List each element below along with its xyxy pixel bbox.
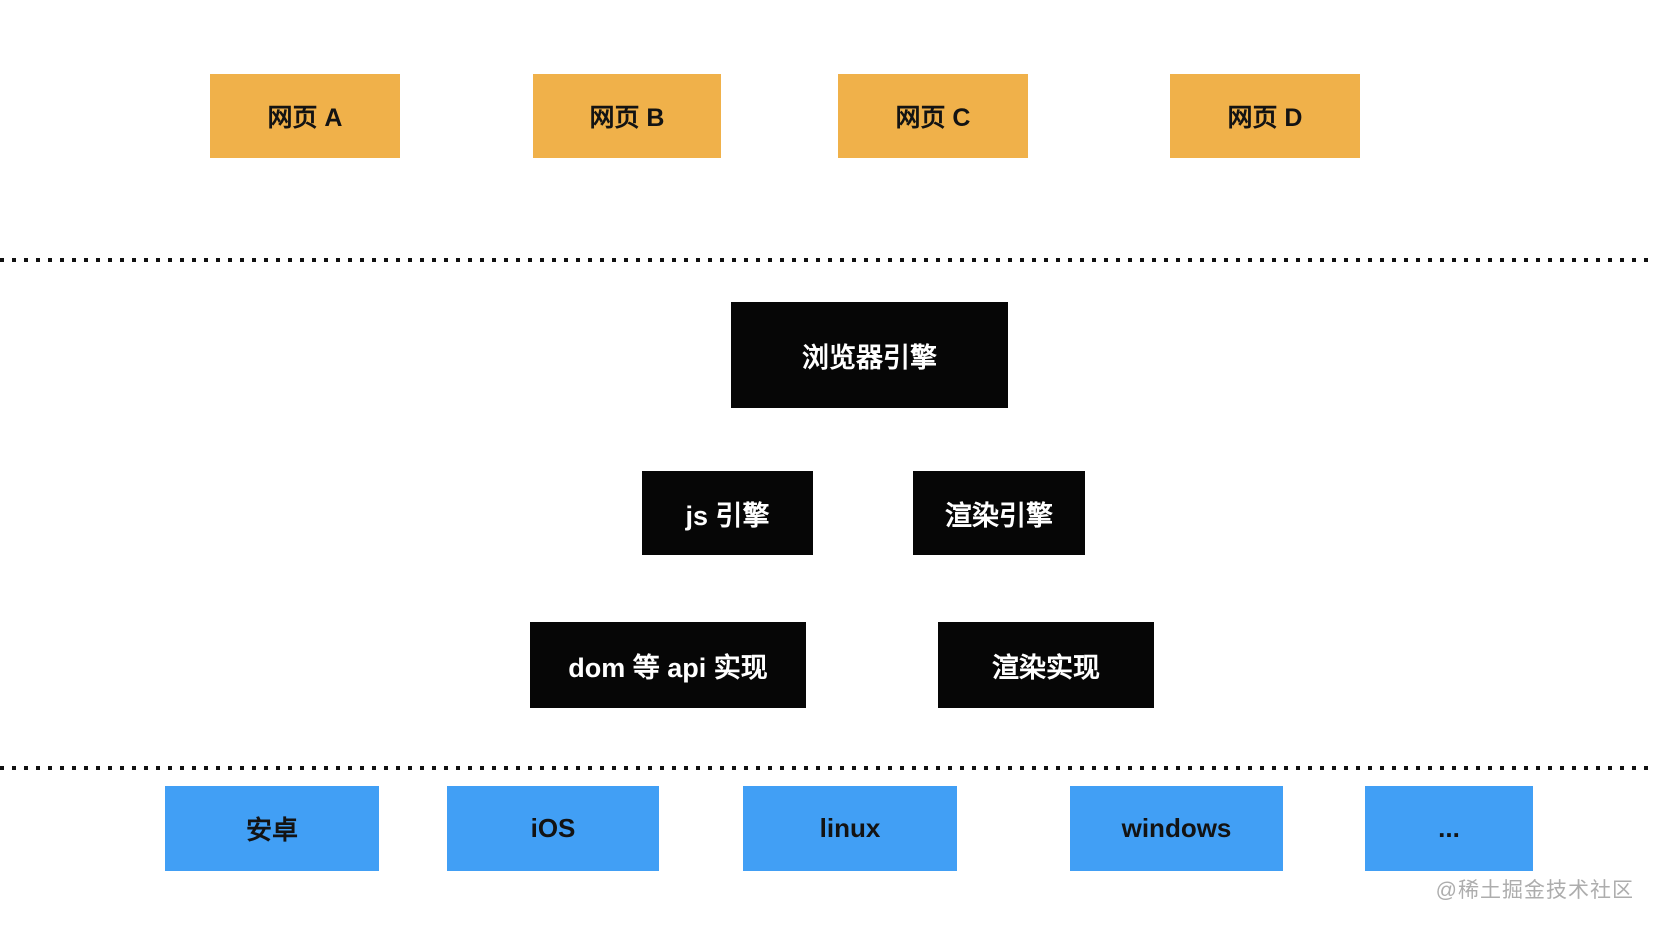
platform-android-box: 安卓 — [165, 786, 379, 871]
platform-windows-box: windows — [1070, 786, 1283, 871]
top-dotted-separator — [0, 258, 1656, 262]
platform-linux-box: linux — [743, 786, 957, 871]
webpage-c-box: 网页 C — [838, 74, 1028, 158]
js-engine-box: js 引擎 — [642, 471, 813, 555]
render-implementation-box: 渲染实现 — [938, 622, 1154, 708]
dom-api-implementation-box: dom 等 api 实现 — [530, 622, 806, 708]
webpage-b-box: 网页 B — [533, 74, 721, 158]
render-engine-box: 渲染引擎 — [913, 471, 1085, 555]
webpage-a-box: 网页 A — [210, 74, 400, 158]
bottom-dotted-separator — [0, 766, 1656, 770]
watermark-text: @稀土掘金技术社区 — [1435, 879, 1634, 902]
webpage-d-box: 网页 D — [1170, 74, 1360, 158]
platform-ios-box: iOS — [447, 786, 659, 871]
browser-engine-box: 浏览器引擎 — [731, 302, 1008, 408]
platform-more-box: ... — [1365, 786, 1533, 871]
